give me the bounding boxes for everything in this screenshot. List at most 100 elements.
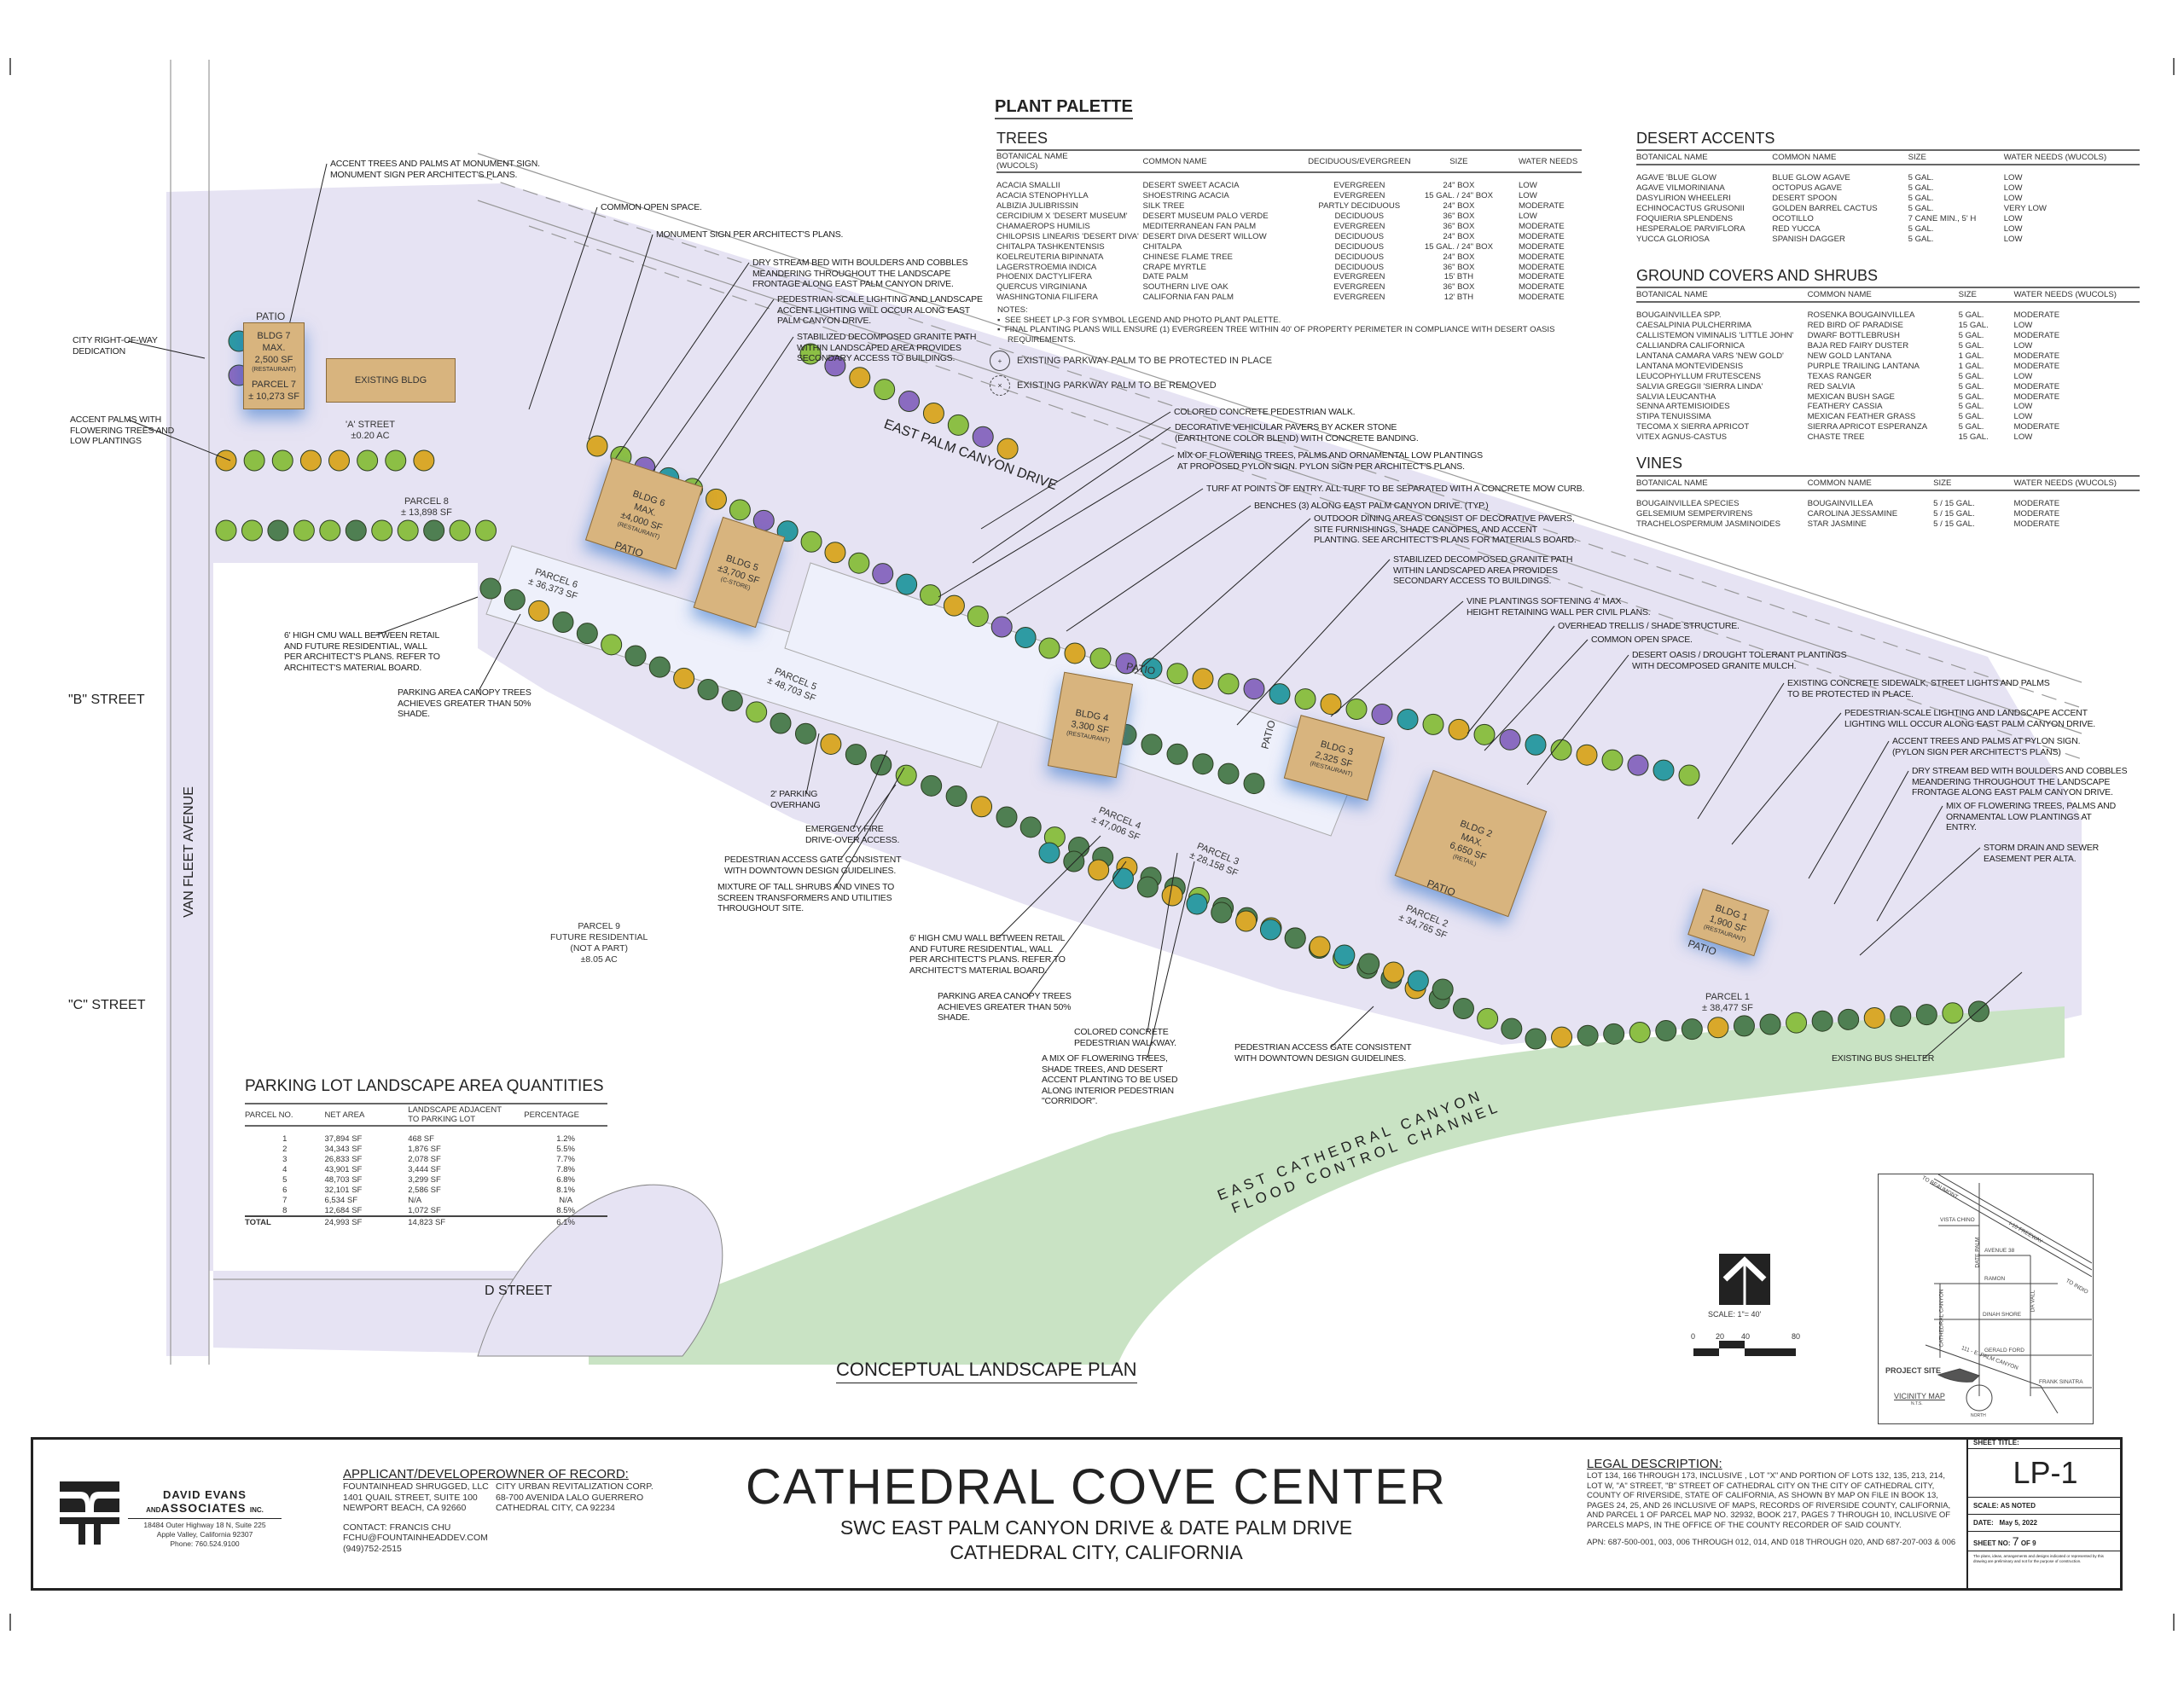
table-cell: 37,894 SF <box>324 1134 363 1145</box>
table-cell: 36" BOX <box>1443 212 1475 222</box>
plan-callout: COMMON OPEN SPACE. <box>1591 635 1693 645</box>
tree-symbol <box>1217 762 1240 785</box>
firm-name: DAVID EVANS <box>163 1488 247 1501</box>
table-cell: 6 <box>282 1185 288 1195</box>
plan-callout: DRY STREAM BED WITH BOULDERS AND COBBLES… <box>752 258 968 289</box>
table-cell: MODERATE <box>1518 222 1565 231</box>
tree-symbol <box>328 449 350 472</box>
tree-symbol <box>1284 927 1306 949</box>
plan-callout: PARKING AREA CANOPY TREES ACHIEVES GREAT… <box>398 687 531 719</box>
tree-symbol <box>920 584 942 606</box>
parcel-label: PARCEL 1 <box>1705 992 1750 1002</box>
table-cell: 7.8% <box>556 1165 575 1175</box>
table-cell: N/A <box>559 1195 573 1205</box>
tree-symbol <box>423 519 445 542</box>
table-cell: CAROLINA JESSAMINE <box>1807 509 1898 519</box>
table-cell: LAGERSTROEMIA INDICA <box>996 262 1097 272</box>
trees-title: TREES <box>996 130 1048 147</box>
parcel-use: FUTURE RESIDENTIAL <box>550 932 648 942</box>
tree-symbol <box>1448 718 1470 740</box>
plan-callout: DESERT OASIS / DROUGHT TOLERANT PLANTING… <box>1632 650 1847 671</box>
table-cell: STAR JASMINE <box>1807 519 1867 530</box>
plan-callout: EMERGENCY FIRE DRIVE-OVER ACCESS. <box>805 824 900 845</box>
table-cell: MODERATE <box>1518 293 1565 303</box>
table-cell: MODERATE <box>2013 499 2060 509</box>
table-cell: MODERATE <box>2013 391 2060 402</box>
tree-symbol <box>1786 1012 1808 1034</box>
table-row: CERCIDIUM X 'DESERT MUSEUM'DESERT MUSEUM… <box>996 212 1582 222</box>
table-cell: DECIDUOUS <box>1334 262 1385 272</box>
van-fleet-avenue-label: VAN FLEET AVENUE <box>181 786 196 918</box>
contact-email[interactable]: FCHU@FOUNTAINHEADDEV.COM <box>343 1533 488 1543</box>
table-cell: 5 <box>282 1175 288 1185</box>
tree-symbol <box>1166 663 1188 685</box>
table-cell: 468 SF <box>408 1134 434 1145</box>
plan-callout: PEDESTRIAN-SCALE LIGHTING AND LANDSCAPE … <box>777 294 983 326</box>
table-cell: 5 GAL. <box>1958 371 1984 381</box>
scale-tick-label: 0 <box>1691 1332 1696 1341</box>
vicinity-map-title: VICINITY MAP <box>1894 1392 1945 1400</box>
column-header: LANDSCAPE ADJACENT TO PARKING LOT <box>408 1103 525 1127</box>
plan-callout: DRY STREAM BED WITH BOULDERS AND COBBLES… <box>1912 766 2128 797</box>
plan-callout: ACCENT TREES AND PALMS AT PYLON SIGN. (P… <box>1892 736 2081 757</box>
parcel-label: PARCEL 8 <box>404 496 449 507</box>
table-cell: 4 <box>282 1165 288 1175</box>
tree-symbol <box>271 449 293 472</box>
table-cell: MODERATE <box>2013 509 2060 519</box>
table-cell: GOLDEN BARREL CACTUS <box>1772 204 1878 214</box>
scale-label: SCALE: 1"= 40' <box>1708 1310 1762 1319</box>
table-cell: SALVIA GREGGII 'SIERRA LINDA' <box>1636 381 1763 391</box>
tree-symbol <box>1186 893 1208 915</box>
plan-callout: MIXTURE OF TALL SHRUBS AND VINES TO SCRE… <box>717 882 895 913</box>
tree-symbol <box>1136 876 1159 898</box>
callout-leader-line <box>835 767 905 888</box>
parcel-area: ± 38,477 SF <box>1702 1003 1753 1013</box>
vicinity-map: TO BEAUMONT I-10 FREEWAY TO INDIO VISTA … <box>1878 1174 2094 1424</box>
callout-leader-line <box>1923 971 2023 1059</box>
sheet-no: 7 <box>2012 1534 2019 1548</box>
table-cell: 48,703 SF <box>324 1175 363 1185</box>
building-label: BLDG 7 <box>257 330 291 341</box>
tree-symbol <box>820 733 842 755</box>
plan-callout: A MIX OF FLOWERING TREES, SHADE TREES, A… <box>1042 1053 1178 1106</box>
column-header: WATER NEEDS (WUCOLS) <box>2013 287 2140 303</box>
map-label: RAMON <box>1984 1276 2006 1282</box>
tree-symbol <box>1063 850 1085 872</box>
table-cell: DECIDUOUS <box>1334 212 1385 222</box>
table-cell: EVERGREEN <box>1333 222 1385 231</box>
tree-symbol <box>1499 728 1521 751</box>
table-cell: CALIFORNIA FAN PALM <box>1142 293 1234 303</box>
tree-symbol <box>770 712 792 734</box>
table-cell: 15 GAL. / 24" BOX <box>1424 191 1494 201</box>
table-cell: FOQUIERIA SPLENDENS <box>1636 214 1734 223</box>
table-cell: ALBIZIA JULIBRISSIN <box>996 201 1078 212</box>
tree-symbol <box>1811 1010 1833 1032</box>
table-cell: LOW <box>2013 432 2033 443</box>
table-cell: 5 / 15 GAL. <box>1933 519 1975 530</box>
table-cell: CALLISTEMON VIMINALIS 'LITTLE JOHN' <box>1636 331 1794 341</box>
column-header: NET AREA <box>324 1103 409 1127</box>
callout-leader-line <box>648 299 775 478</box>
table-cell: 15 GAL. / 24" BOX <box>1424 241 1494 252</box>
plan-callout: STABILIZED DECOMPOSED GRANITE PATH WITHI… <box>797 332 977 363</box>
table-cell: 2 <box>282 1145 288 1155</box>
callout-leader-line <box>1027 861 1127 997</box>
plan-callout: PEDESTRIAN-SCALE LIGHTING AND LANDSCAPE … <box>1844 708 2095 729</box>
table-cell: SENNA ARTEMISIOIDES <box>1636 402 1730 412</box>
tree-symbol <box>1235 910 1258 932</box>
callout-leader-line <box>1330 1006 1374 1048</box>
